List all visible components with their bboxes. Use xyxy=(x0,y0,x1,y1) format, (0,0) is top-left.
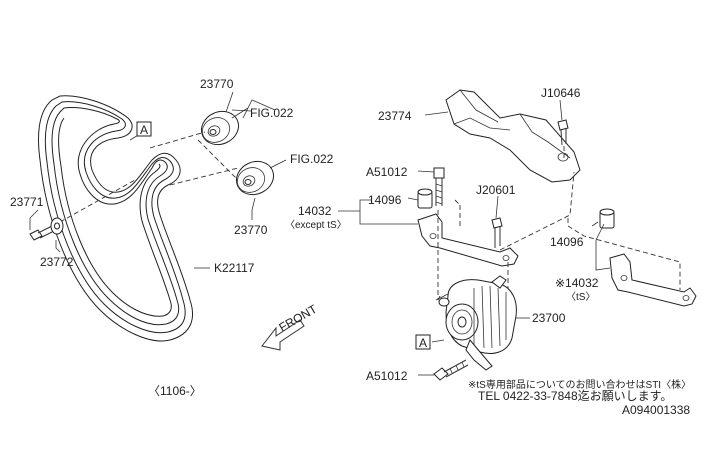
note-line-2: TEL 0422-33-7848迄お願いします。 xyxy=(478,389,672,403)
label-14096-left: 14096 xyxy=(368,193,402,207)
idler-pulley-lower xyxy=(236,160,274,196)
footnote: ※tS専用部品についてのお問い合わせはSTI〈株〉 TEL 0422-33-78… xyxy=(468,378,691,417)
note-line-1: ※tS専用部品についてのお問い合わせはSTI〈株〉 xyxy=(468,378,691,391)
label-14032-right: ※14032 xyxy=(555,276,599,290)
bracket-14032-right xyxy=(609,253,697,307)
label-except-ts: 〈except tS〉 xyxy=(285,219,347,231)
label-23700: 23700 xyxy=(532,311,566,325)
label-23774: 23774 xyxy=(378,109,412,123)
label-a51012-bottom: A51012 xyxy=(366,369,408,383)
ref-box-a-top-label: A xyxy=(140,123,148,137)
front-arrow-icon xyxy=(261,319,305,351)
diagram-id: A094001338 xyxy=(622,403,690,417)
cover-23774 xyxy=(445,89,581,183)
label-23771: 23771 xyxy=(10,195,44,209)
label-23770-bottom: 23770 xyxy=(234,223,268,237)
alternator-23700 xyxy=(435,275,517,371)
ref-box-a-bottom-label: A xyxy=(419,336,427,350)
drive-belt xyxy=(38,95,193,342)
bolt-a51012-upper xyxy=(433,167,445,206)
bolt-j10646 xyxy=(557,119,569,146)
washer-23772 xyxy=(50,217,64,235)
spacer-14096-left xyxy=(417,188,433,209)
bolt-a51012-lower xyxy=(433,359,469,381)
label-fig022-mid: FIG.022 xyxy=(290,152,334,166)
ref-box-a-bottom: A xyxy=(415,334,431,350)
label-ts: 〈tS〉 xyxy=(566,291,595,303)
label-k22117: K22117 xyxy=(214,261,255,275)
label-j20601: J20601 xyxy=(476,183,516,197)
ref-box-a-top: A xyxy=(136,121,152,137)
part-labels: 23770 FIG.022 23771 23772 FIG.022 23770 … xyxy=(10,77,599,398)
spacer-14096-right xyxy=(599,208,615,229)
label-j10646: J10646 xyxy=(541,86,581,100)
bracket-14032-left xyxy=(417,213,519,267)
label-fig022-top: FIG.022 xyxy=(250,106,294,120)
label-a51012-top: A51012 xyxy=(366,165,408,179)
idler-pulley-upper xyxy=(201,110,239,146)
label-14032-left: 14032 xyxy=(298,204,332,218)
bolt-23771 xyxy=(29,225,55,241)
label-range-code: 〈1106-〉 xyxy=(148,384,202,398)
label-14096-right: 14096 xyxy=(550,235,584,249)
label-23770-top: 23770 xyxy=(200,77,234,91)
label-23772: 23772 xyxy=(40,255,74,269)
leader-lines xyxy=(29,91,611,376)
bolt-j20601 xyxy=(491,217,503,248)
